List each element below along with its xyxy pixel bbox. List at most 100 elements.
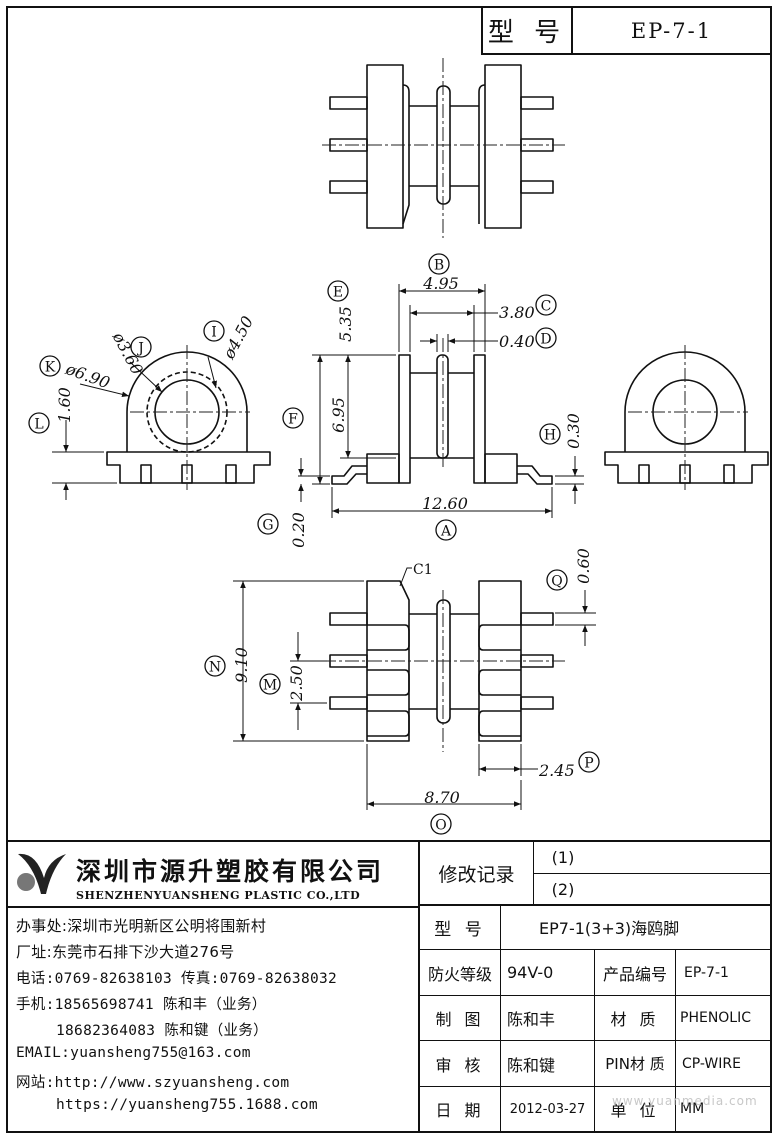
unit-label: 单 位	[610, 1101, 660, 1120]
date-label: 日 期	[435, 1101, 485, 1120]
pin-material-value: CP-WIRE	[682, 1055, 741, 1072]
check-label: 审 核	[435, 1055, 485, 1075]
label-P: P 2.45	[538, 751, 600, 780]
row-divider-3	[418, 995, 772, 996]
row-divider-1	[418, 904, 772, 906]
label-A: A 12.60	[422, 494, 468, 541]
title-block-top	[6, 840, 772, 842]
model-label: 型 号	[434, 919, 486, 940]
label-B: B 4.95	[422, 253, 459, 293]
email[interactable]: EMAIL:yuansheng755@163.com	[16, 1045, 251, 1061]
check-value: 陈和键	[507, 1055, 556, 1075]
svg-text:J: J	[136, 341, 144, 357]
label-N: N 9.10	[204, 647, 251, 683]
right-side-view	[604, 351, 769, 484]
product-no-value: EP-7-1	[684, 964, 729, 981]
dimension-lines	[52, 284, 596, 810]
website-2[interactable]: https://yuansheng755.1688.com	[56, 1097, 318, 1113]
svg-text:Q: Q	[551, 574, 562, 590]
company-logo-icon	[17, 853, 66, 894]
label-F: F 6.95	[282, 397, 348, 433]
mobile-1: 手机:18565698741 陈和丰（业务）	[16, 997, 267, 1013]
front-view	[331, 354, 553, 485]
watermark: www.yuanmedia.com	[612, 1094, 758, 1108]
svg-text:P: P	[584, 756, 593, 772]
svg-text:H: H	[544, 428, 556, 444]
revision-label: 修改记录	[438, 863, 515, 886]
technical-drawing: A 12.60 B 4.95 C 3.80 D 0.40 E 5.35 F 6.…	[28, 58, 769, 835]
svg-text:F: F	[288, 412, 298, 428]
svg-text:L: L	[34, 417, 43, 433]
drawn-label: 制 图	[435, 1010, 485, 1029]
svg-text:3.80: 3.80	[499, 303, 535, 322]
label-G: G 0.20	[257, 512, 308, 548]
label-C: C 3.80	[499, 294, 557, 322]
svg-text:A: A	[440, 524, 452, 540]
svg-text:E: E	[333, 285, 343, 301]
svg-text:I: I	[211, 325, 217, 341]
label-D: D 0.40	[499, 327, 557, 351]
dimension-labels: A 12.60 B 4.95 C 3.80 D 0.40 E 5.35 F 6.…	[28, 253, 600, 835]
svg-text:ø4.50: ø4.50	[219, 313, 257, 363]
label-O: O 8.70	[424, 788, 460, 835]
drawing-frame	[6, 6, 772, 1133]
model-value: EP7-1(3+3)海鸥脚	[539, 919, 680, 938]
material-label: 材 质	[610, 1010, 660, 1029]
svg-text:O: O	[435, 818, 446, 834]
label-E: E 5.35	[327, 280, 355, 342]
drawn-value: 陈和丰	[507, 1010, 556, 1029]
header-divider-bottom	[481, 53, 772, 55]
svg-text:D: D	[540, 332, 551, 348]
mobile-2: 18682364083 陈和键（业务）	[56, 1023, 268, 1039]
svg-text:9.10: 9.10	[232, 647, 251, 683]
label-L: L 1.60	[28, 387, 74, 434]
svg-text:C: C	[541, 299, 552, 315]
header-model-value: EP-7-1	[630, 18, 713, 43]
row-divider-4	[418, 1040, 772, 1041]
pin-material-label: PIN材 质	[605, 1055, 665, 1073]
company-name-en: SHENZHENYUANSHENG PLASTIC CO.,LTD	[76, 889, 361, 902]
svg-text:M: M	[263, 678, 277, 694]
revision-2: (2)	[551, 879, 575, 899]
label-H: H 0.30	[539, 413, 583, 449]
row-divider-5	[418, 1086, 772, 1087]
svg-text:6.95: 6.95	[329, 397, 348, 433]
svg-text:2.45: 2.45	[538, 761, 575, 780]
svg-text:0.40: 0.40	[499, 332, 535, 351]
fire-rating-label: 防火等级	[427, 964, 492, 984]
chamfer-label: C1	[413, 562, 433, 578]
top-view	[329, 64, 554, 229]
svg-text:0.30: 0.30	[564, 413, 583, 449]
rev-row-divider	[533, 873, 772, 874]
header-model-label: 型 号	[487, 18, 567, 48]
office-address: 办事处:深圳市光明新区公明将围新村	[16, 917, 267, 935]
material-value: PHENOLIC	[680, 1010, 752, 1026]
header-divider-mid	[571, 6, 573, 54]
title-block-divider	[418, 840, 420, 1133]
unit-value: MM	[680, 1101, 705, 1117]
svg-text:1.60: 1.60	[55, 387, 74, 423]
svg-text:8.70: 8.70	[424, 788, 460, 807]
svg-text:G: G	[262, 518, 273, 534]
date-value: 2012-03-27	[509, 1101, 586, 1117]
header-divider-left	[481, 6, 483, 54]
svg-text:B: B	[434, 258, 444, 274]
label-Q: Q 0.60	[546, 548, 593, 591]
label-M: M 2.50	[259, 665, 306, 702]
product-no-label: 产品编号	[602, 964, 667, 984]
website[interactable]: 网站:http://www.szyuansheng.com	[16, 1075, 290, 1091]
col-divider-1	[500, 904, 501, 1133]
col-divider-2	[594, 949, 595, 1133]
row-divider-2	[418, 949, 772, 950]
label-I: I ø4.50	[203, 313, 257, 363]
svg-text:5.35: 5.35	[336, 306, 355, 342]
svg-text:12.60: 12.60	[422, 494, 468, 513]
col-divider-3	[675, 949, 676, 1133]
company-divider	[6, 906, 418, 908]
company-name-cn: 深圳市源升塑胶有限公司	[76, 857, 385, 886]
fire-rating-value: 94V-0	[507, 963, 554, 982]
svg-text:0.20: 0.20	[289, 512, 308, 548]
svg-text:K: K	[45, 360, 56, 376]
svg-text:2.50: 2.50	[287, 665, 306, 702]
svg-text:0.60: 0.60	[574, 548, 593, 584]
